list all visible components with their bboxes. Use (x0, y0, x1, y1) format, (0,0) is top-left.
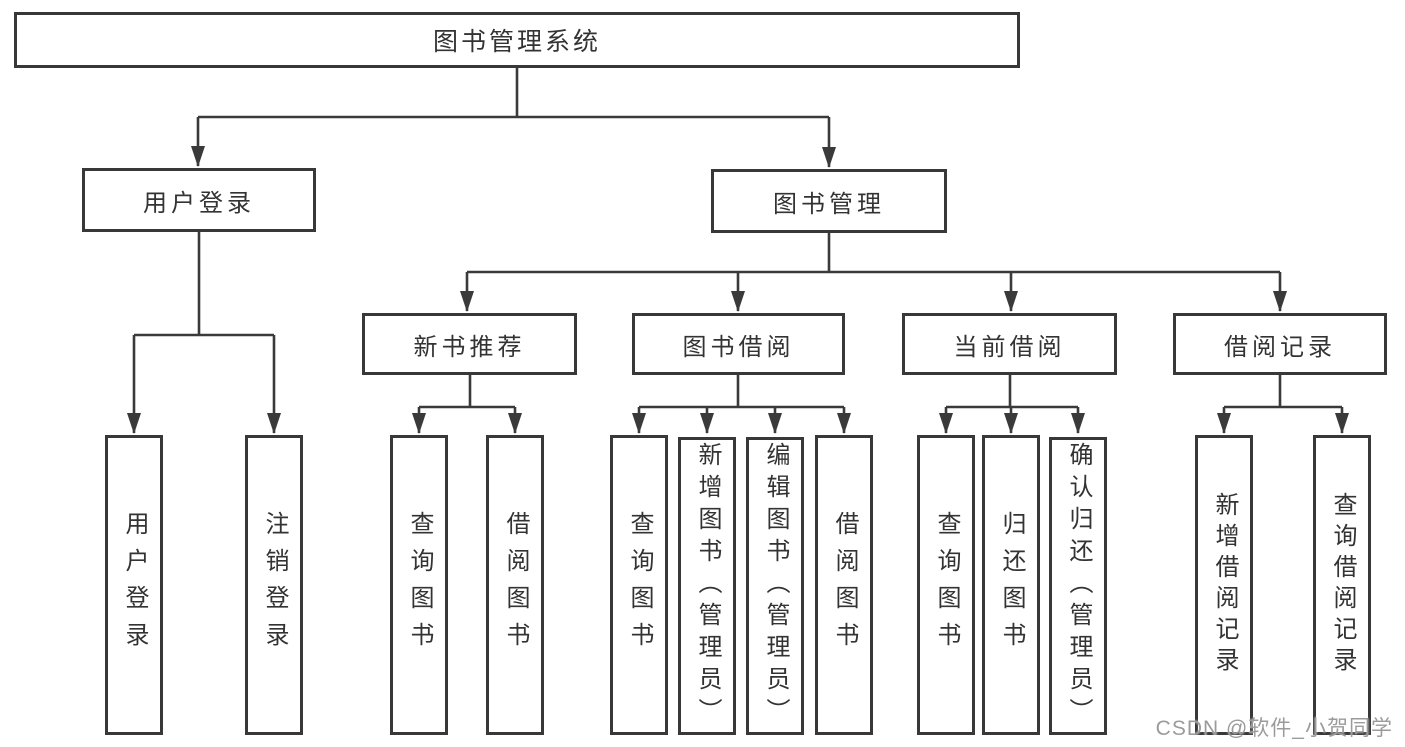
leaf-logout: 注销登录 (245, 435, 303, 735)
leaf-add-borrow-record: 新增借阅记录 (1195, 435, 1253, 735)
node-user-login: 用户登录 (82, 168, 316, 232)
node-label: 用户登录 (121, 511, 148, 659)
leaf-borrow-books: 借阅图书 (815, 435, 873, 735)
node-label: 确认归还（管理员） (1065, 442, 1092, 730)
node-borrowing-records: 借阅记录 (1173, 313, 1387, 375)
node-label: 新增图书（管理员） (694, 442, 721, 730)
leaf-query-books-recommend: 查询图书 (390, 435, 448, 735)
node-label: 当前借阅 (953, 333, 1066, 361)
node-label: 用户登录 (143, 189, 255, 217)
leaf-user-login: 用户登录 (105, 435, 163, 735)
node-label: 借阅图书 (831, 511, 858, 659)
leaf-confirm-return-admin: 确认归还（管理员） (1049, 437, 1107, 735)
node-current-borrowing: 当前借阅 (902, 313, 1117, 375)
leaf-query-borrow-record: 查询借阅记录 (1313, 435, 1371, 735)
node-label: 注销登录 (261, 511, 288, 659)
node-label: 编辑图书（管理员） (762, 442, 789, 730)
node-book-management: 图书管理 (711, 169, 947, 233)
node-label: 查询图书 (626, 511, 653, 659)
node-label: 借阅图书 (502, 511, 529, 659)
leaf-edit-book-admin: 编辑图书（管理员） (746, 437, 804, 735)
node-label: 新书推荐 (413, 333, 526, 361)
node-label: 查询借阅记录 (1329, 492, 1356, 678)
leaf-return-books: 归还图书 (982, 435, 1040, 735)
node-label: 图书借阅 (682, 333, 795, 361)
node-label: 图书管理 (773, 190, 885, 218)
node-label: 图书管理系统 (432, 28, 601, 56)
node-label: 查询图书 (406, 511, 433, 659)
node-library-management-system: 图书管理系统 (14, 12, 1020, 68)
leaf-query-books-current: 查询图书 (917, 435, 975, 735)
node-label: 查询图书 (933, 511, 960, 659)
csdn-watermark: CSDN @软件_小贺同学 (1155, 717, 1393, 740)
leaf-borrow-books-recommend: 借阅图书 (486, 435, 544, 735)
leaf-query-books-borrow: 查询图书 (610, 435, 668, 735)
node-book-borrowing: 图书借阅 (632, 313, 845, 375)
node-label: 归还图书 (998, 511, 1025, 659)
node-label: 新增借阅记录 (1211, 492, 1238, 678)
node-new-book-recommendation: 新书推荐 (362, 313, 577, 375)
leaf-add-book-admin: 新增图书（管理员） (678, 437, 736, 735)
node-label: 借阅记录 (1224, 333, 1336, 361)
